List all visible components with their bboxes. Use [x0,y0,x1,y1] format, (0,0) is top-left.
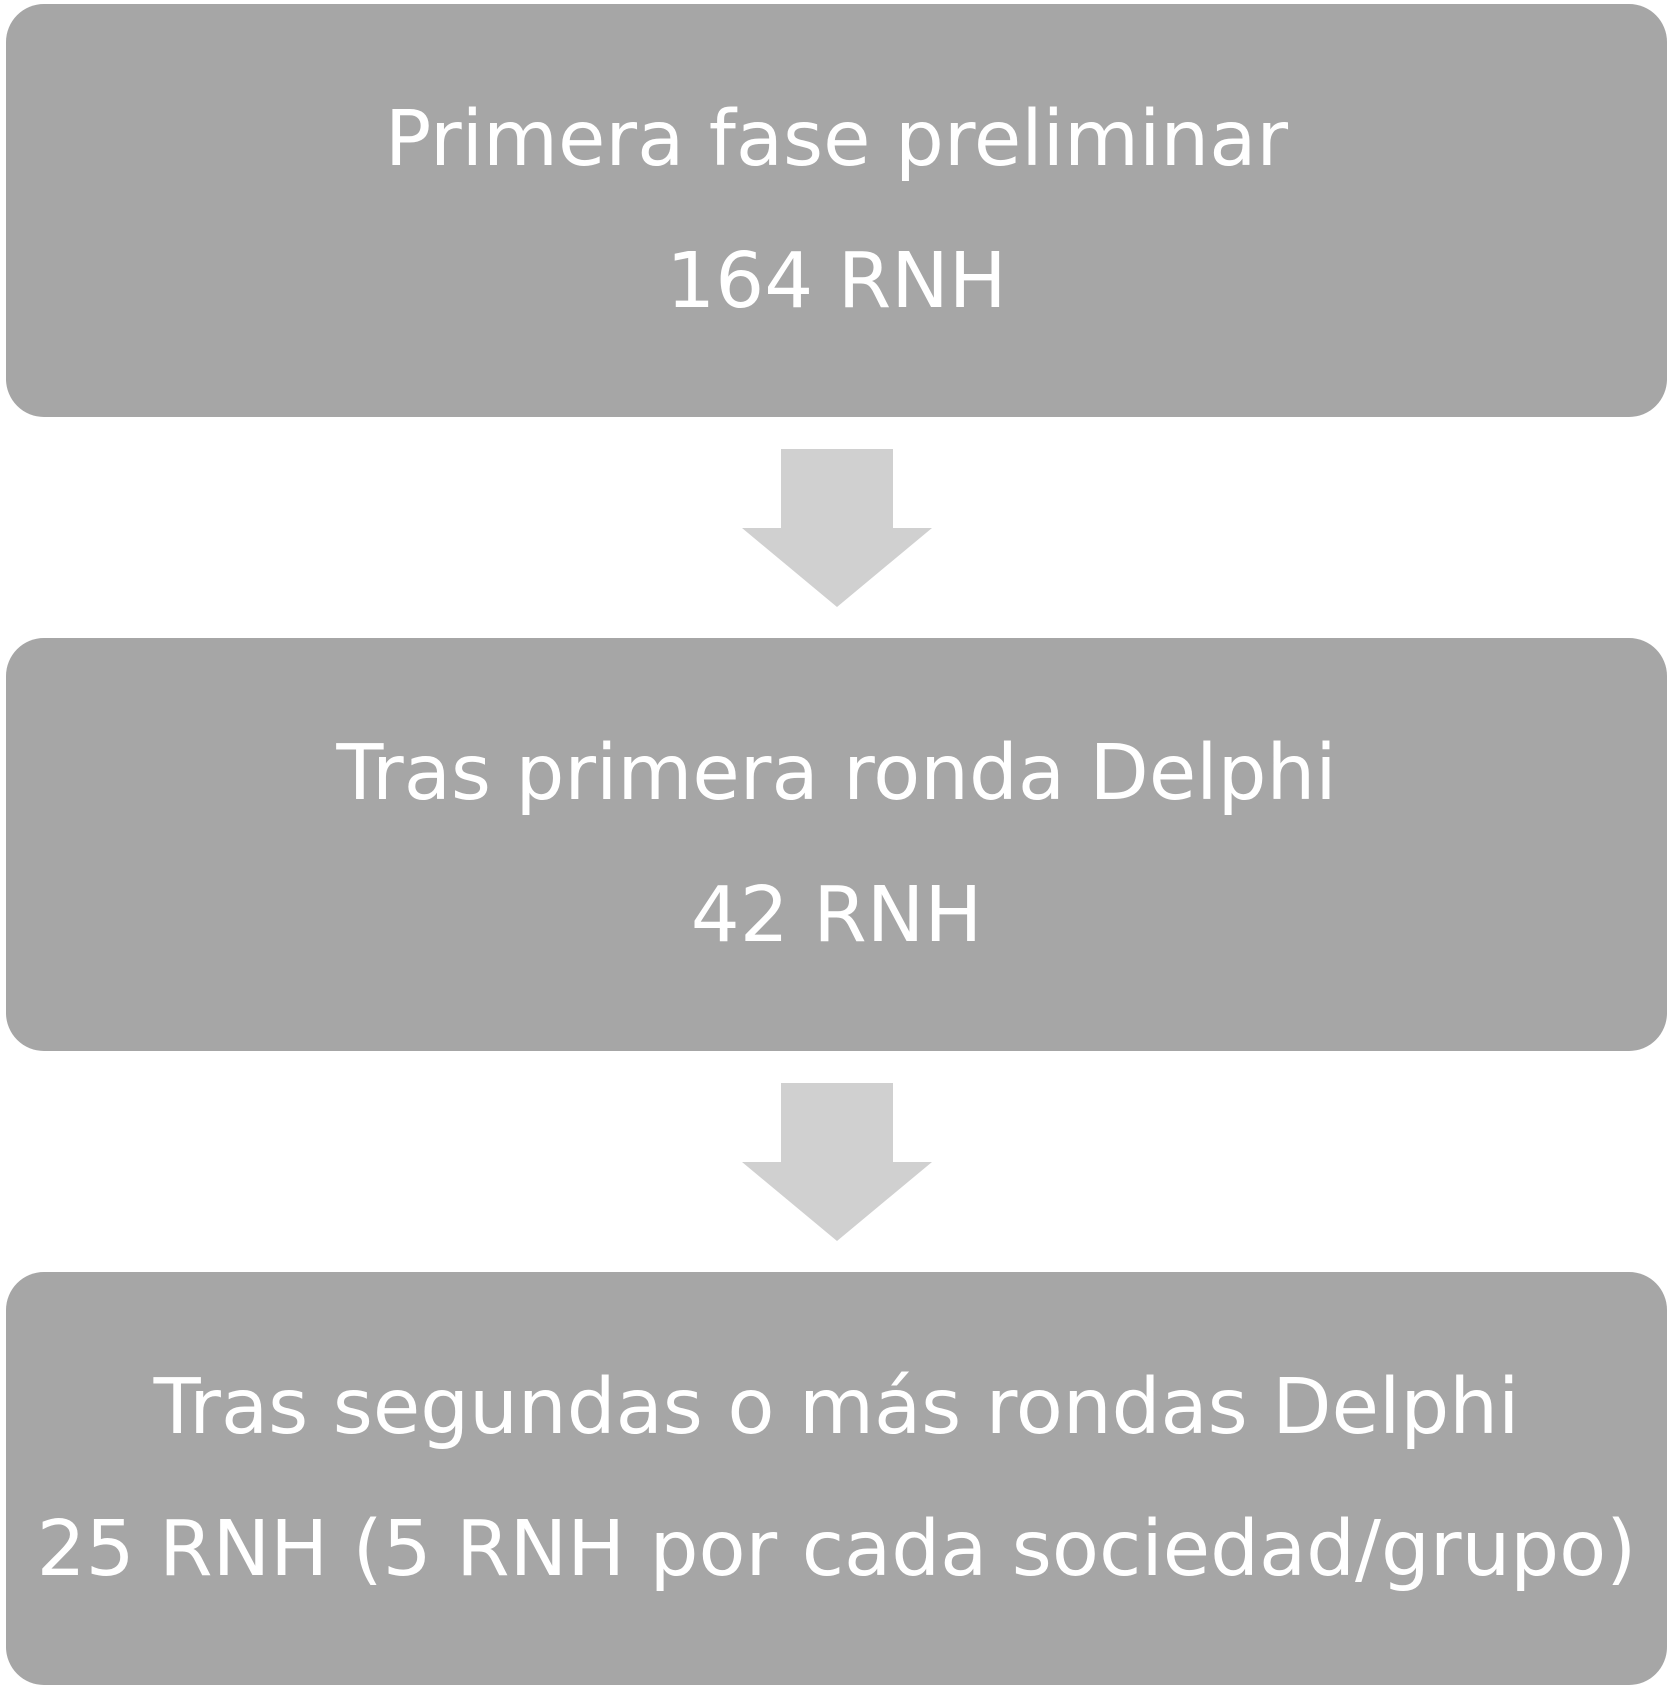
step-count: 42 RNH [690,870,983,960]
step-count: 25 RNH (5 RNH por cada sociedad/grupo) [36,1504,1637,1594]
step-box-final-rounds: Tras segundas o más rondas Delphi 25 RNH… [6,1272,1667,1685]
step-count: 164 RNH [666,236,1007,326]
step-title: Tras primera ronda Delphi [336,728,1337,818]
step-box-first-round: Tras primera ronda Delphi 42 RNH [6,638,1667,1051]
down-arrow-icon [742,449,932,607]
step-title: Tras segundas o más rondas Delphi [153,1362,1520,1452]
step-title: Primera fase preliminar [384,94,1289,184]
down-arrow-icon [742,1083,932,1241]
step-box-preliminary: Primera fase preliminar 164 RNH [6,4,1667,417]
